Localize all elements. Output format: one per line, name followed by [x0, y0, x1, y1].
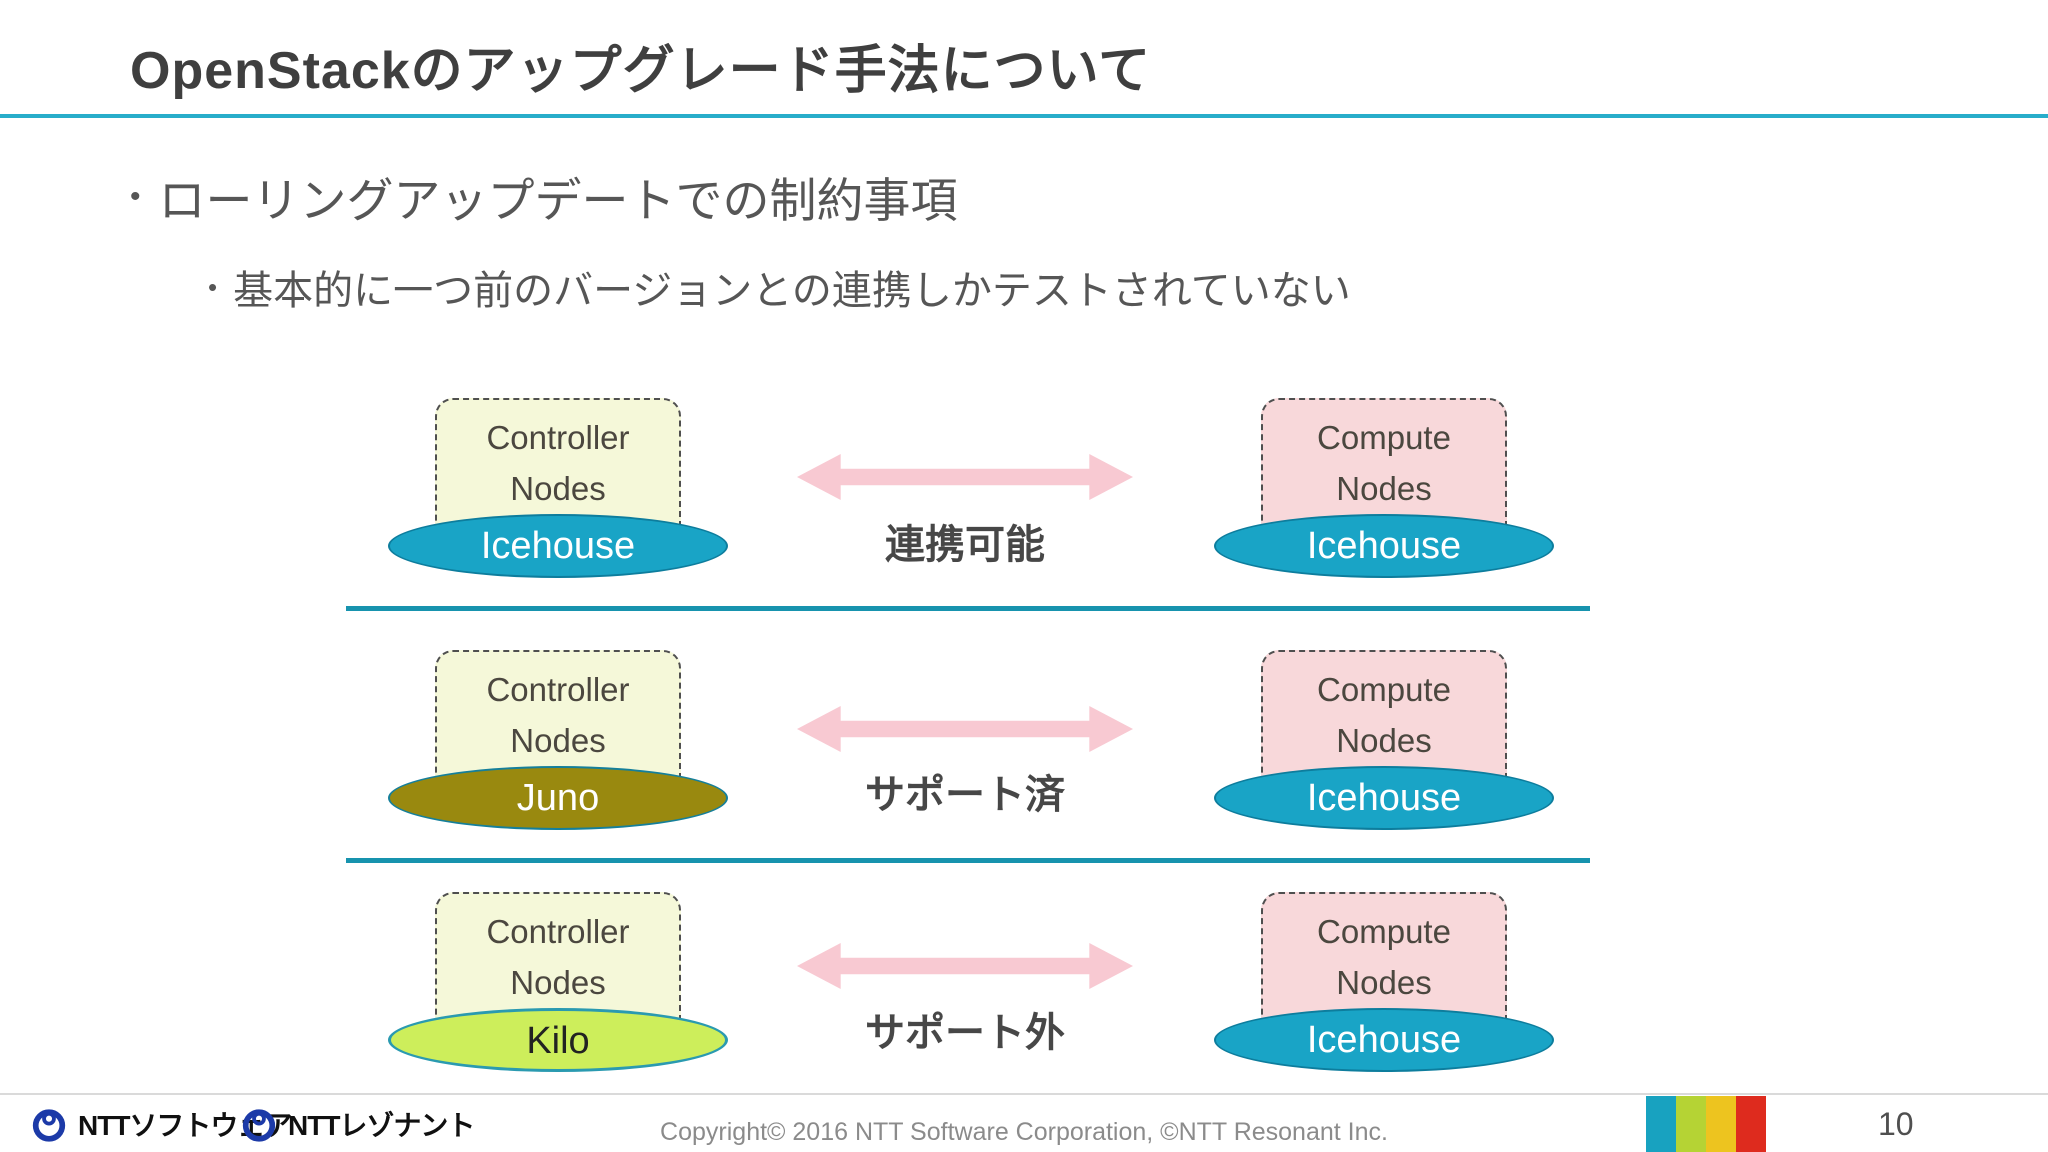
- ntt-resonant-logo-text: NTTレゾナント: [288, 1110, 475, 1141]
- colorbar-yellow: [1706, 1096, 1736, 1152]
- version-badge-juno: Juno: [388, 766, 728, 830]
- relation-label-row3: サポート外: [865, 1011, 1065, 1055]
- bullet-level1-text: ローリングアップデートでの制約事項: [158, 174, 958, 227]
- double-arrow-icon: [797, 454, 1133, 500]
- double-arrow-icon: [797, 706, 1133, 752]
- colorbar-teal: [1646, 1096, 1676, 1152]
- title-underline: [0, 114, 2048, 118]
- relation-label-row2: サポート済: [865, 773, 1065, 817]
- colorbar-green: [1676, 1096, 1706, 1152]
- ntt-logo-icon: [242, 1109, 276, 1142]
- version-badge-icehouse: Icehouse: [388, 514, 728, 578]
- version-badge-icehouse: Icehouse: [1214, 1008, 1554, 1072]
- row-separator: [346, 606, 1590, 611]
- version-badge-kilo: Kilo: [388, 1008, 728, 1072]
- row-separator: [346, 858, 1590, 863]
- colorbar-red: [1736, 1096, 1766, 1152]
- relation-label-row1: 連携可能: [885, 523, 1045, 567]
- compute-node-row1: Compute Nodes Icehouse: [1214, 398, 1554, 580]
- brand-colorbar: [1646, 1096, 1766, 1152]
- ntt-logo-icon: [32, 1109, 66, 1142]
- bullet-level2-text: 基本的に一つ前のバージョンとの連携しかテストされていない: [233, 269, 1351, 313]
- version-badge-icehouse: Icehouse: [1214, 514, 1554, 578]
- bullet-dot: •: [208, 271, 218, 302]
- bullet-level2: • 基本的に一つ前のバージョンとの連携しかテストされていない: [208, 258, 1351, 316]
- double-arrow-icon: [797, 943, 1133, 989]
- page-title: OpenStackのアップグレード手法について: [130, 42, 1152, 100]
- page-number: 10: [1878, 1106, 1914, 1142]
- compute-node-row3: Compute Nodes Icehouse: [1214, 892, 1554, 1074]
- controller-node-row3: Controller Nodes Kilo: [388, 892, 728, 1074]
- footer-divider: [0, 1093, 2048, 1095]
- version-badge-icehouse: Icehouse: [1214, 766, 1554, 830]
- controller-node-row2: Controller Nodes Juno: [388, 650, 728, 832]
- copyright-text: Copyright© 2016 NTT Software Corporation…: [660, 1118, 1388, 1146]
- bullet-dot: •: [130, 179, 141, 213]
- bullet-level1: • ローリングアップデートでの制約事項: [130, 162, 958, 231]
- controller-node-row1: Controller Nodes Icehouse: [388, 398, 728, 580]
- compute-node-row2: Compute Nodes Icehouse: [1214, 650, 1554, 832]
- ntt-resonant-logo: NTTレゾナント: [240, 1104, 475, 1144]
